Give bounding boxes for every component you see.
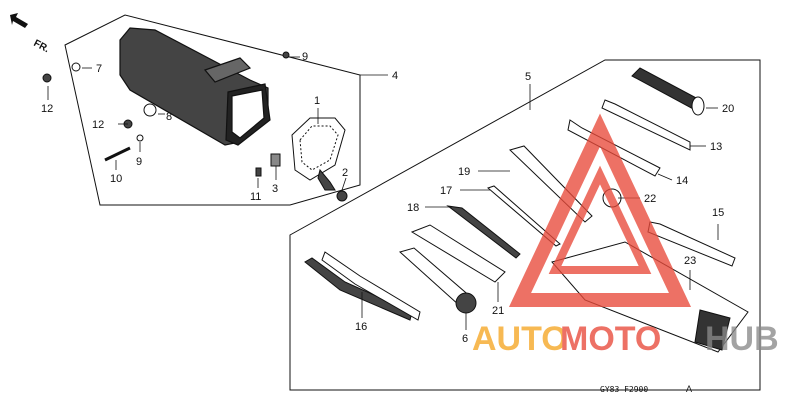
- bolt-12a-icon: [42, 73, 52, 83]
- callout-14: 14: [676, 175, 688, 187]
- front-direction-arrow-icon: [10, 13, 28, 28]
- pliers-16-icon: [304, 251, 421, 321]
- callout-6: 6: [462, 333, 468, 345]
- screwdriver-18-icon: [446, 205, 521, 259]
- callout-15: 15: [712, 207, 724, 219]
- callout-16: 16: [355, 321, 367, 333]
- callout-22: 22: [644, 193, 656, 205]
- callout-17: 17: [440, 185, 452, 197]
- callout-2: 2: [342, 167, 348, 179]
- callout-21: 21: [492, 305, 504, 317]
- callout-12b: 12: [92, 119, 104, 131]
- automotohub-watermark: AUTO MOTO HUB: [472, 113, 779, 358]
- callout-20: 20: [722, 103, 734, 115]
- pin-10-icon: [104, 146, 131, 162]
- watermark-part-hub: HUB: [705, 320, 779, 358]
- callout-5: 5: [525, 71, 531, 83]
- screwdriver-17-icon: [487, 185, 561, 247]
- clip-11-icon: [255, 167, 262, 177]
- front-label: FR.: [32, 38, 52, 55]
- tool-case-lid-icon: [291, 117, 346, 191]
- callout-3: 3: [272, 183, 278, 195]
- callout-9a: 9: [136, 156, 142, 168]
- watermark-triangle-icon: [508, 113, 692, 307]
- callout-19: 19: [458, 166, 470, 178]
- nut-9b-icon: [282, 51, 290, 59]
- diagram-code: GY83-F2900: [600, 385, 648, 394]
- tool-case-icon: [119, 27, 271, 146]
- fastener-2-icon: [336, 190, 348, 202]
- socket-wrench-6-icon: [398, 247, 477, 314]
- grommet-3-icon: [270, 153, 281, 167]
- washer-9a-icon: [136, 134, 144, 142]
- callout-13: 13: [710, 141, 722, 153]
- watermark-inner-triangle-icon: [548, 165, 652, 274]
- tool-kit-group-outline: [289, 59, 761, 391]
- watermark-part-auto: AUTO: [472, 320, 568, 358]
- callout-23: 23: [684, 255, 696, 267]
- open-end-wrench-13-icon: [601, 99, 691, 151]
- callout-1: 1: [314, 95, 320, 107]
- callout-4: 4: [392, 70, 398, 82]
- callout-7: 7: [96, 63, 102, 75]
- callout-12a: 12: [41, 103, 53, 115]
- watermark-part-moto: MOTO: [560, 320, 661, 358]
- diagram-suffix: A: [686, 384, 692, 394]
- spark-plug-wrench-handle-20-icon: [631, 67, 705, 116]
- callout-11: 11: [250, 191, 261, 203]
- washer-8-icon: [143, 103, 157, 117]
- extension-bar-21-icon: [410, 224, 506, 283]
- callout-18: 18: [407, 202, 419, 214]
- tool-case-group-outline: [64, 14, 361, 206]
- callout-9b: 9: [302, 51, 308, 63]
- callout-8: 8: [166, 111, 172, 123]
- washer-7-icon: [71, 62, 81, 72]
- callout-10: 10: [110, 173, 122, 185]
- leader-lines: [47, 56, 719, 330]
